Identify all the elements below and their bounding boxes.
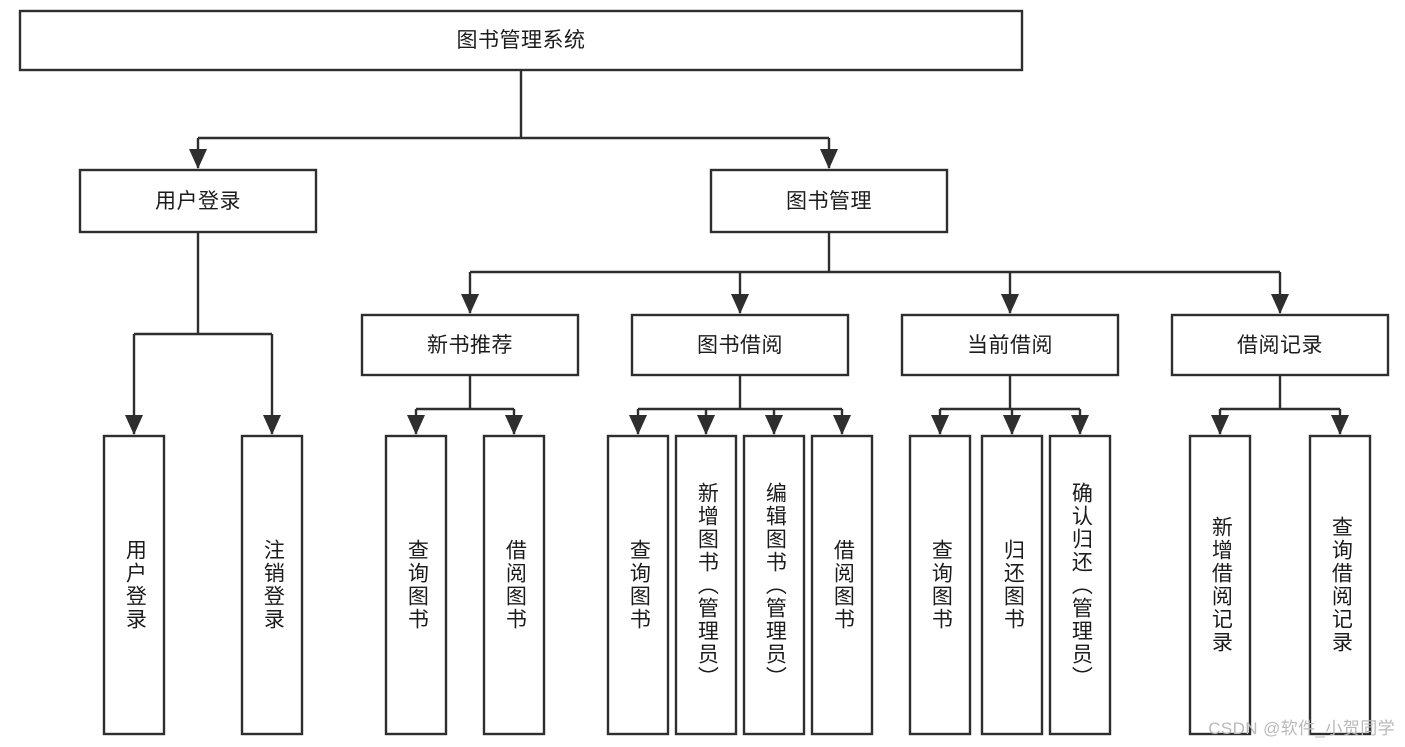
arrow-head-icon	[697, 415, 715, 435]
node-box-leaf-confirm-return[interactable]	[1048, 434, 1112, 736]
arrow-head-icon	[125, 415, 143, 435]
arrow-head-icon	[189, 149, 207, 169]
node-box-leaf-add-book[interactable]	[674, 434, 738, 736]
node-box-new-book-rec[interactable]	[360, 313, 580, 377]
arrow-head-icon	[1003, 415, 1021, 435]
node-box-leaf-borrow-book-2[interactable]	[810, 434, 874, 736]
arrow-head-icon	[461, 294, 479, 314]
node-box-leaf-query-book-3[interactable]	[908, 434, 972, 736]
node-box-leaf-return-book[interactable]	[980, 434, 1044, 736]
arrow-head-icon	[629, 415, 647, 435]
arrow-head-icon	[263, 415, 281, 435]
arrow-head-icon	[1271, 294, 1289, 314]
node-box-leaf-logout[interactable]	[240, 434, 304, 736]
edge-layer	[125, 70, 1349, 435]
arrow-head-icon	[765, 415, 783, 435]
node-box-book-borrow[interactable]	[630, 313, 850, 377]
watermark-text: CSDN @软件_小贺同学	[1208, 719, 1395, 738]
arrow-head-icon	[731, 294, 749, 314]
node-box-leaf-query-record[interactable]	[1308, 434, 1372, 736]
node-box-root[interactable]	[18, 9, 1024, 72]
node-box-leaf-edit-book[interactable]	[742, 434, 806, 736]
node-box-user-login[interactable]	[78, 168, 318, 234]
node-box-leaf-query-book-1[interactable]	[384, 434, 448, 736]
arrow-head-icon	[1001, 294, 1019, 314]
node-box-borrow-record[interactable]	[1170, 313, 1390, 377]
node-box-leaf-borrow-book-1[interactable]	[482, 434, 546, 736]
arrow-head-icon	[1331, 415, 1349, 435]
node-box-book-manage[interactable]	[709, 168, 949, 234]
node-box-leaf-query-book-2[interactable]	[606, 434, 670, 736]
arrow-head-icon	[1071, 415, 1089, 435]
node-box-leaf-add-record[interactable]	[1188, 434, 1252, 736]
node-box-leaf-user-login[interactable]	[102, 434, 166, 736]
arrow-head-icon	[505, 415, 523, 435]
arrow-head-icon	[407, 415, 425, 435]
arrow-head-icon	[833, 415, 851, 435]
node-layer	[18, 9, 1390, 736]
arrow-head-icon	[1211, 415, 1229, 435]
node-box-current-borrow[interactable]	[900, 313, 1120, 377]
arrow-head-icon	[931, 415, 949, 435]
arrow-head-icon	[820, 149, 838, 169]
